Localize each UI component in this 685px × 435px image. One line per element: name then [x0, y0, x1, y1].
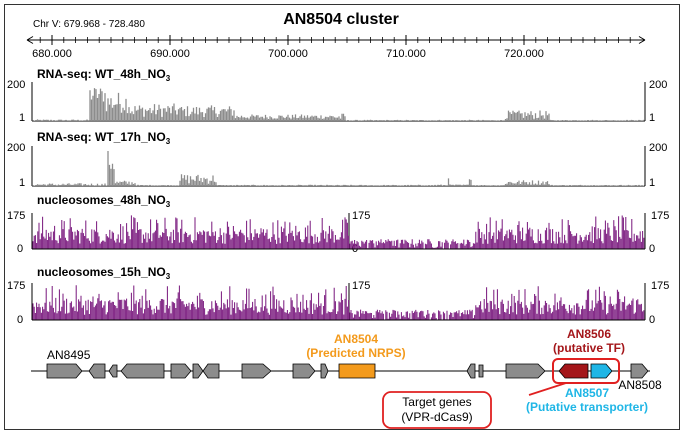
- track-ymin-label: 0: [17, 314, 23, 326]
- axis-right-arrow: [638, 36, 646, 44]
- track-ymax-label-mid: 175: [352, 280, 370, 292]
- gene-arrow: [108, 364, 118, 378]
- target-genes-highlight: [552, 358, 620, 384]
- track-ymin-label: 0: [17, 243, 23, 255]
- axis-tick-label: 720.000: [504, 48, 544, 60]
- gene-an8506: [558, 363, 589, 379]
- gene-desc-an8506: (putative TF): [553, 341, 625, 355]
- track-signal: [32, 151, 645, 186]
- gene-label-an8506: AN8506: [567, 327, 611, 341]
- gene-arrow: [466, 363, 476, 379]
- track-signal: [32, 285, 645, 320]
- figure-frame: AN8504 cluster Chr V: 679.968 - 728.480 …: [4, 4, 680, 430]
- gene-arrow: [202, 363, 220, 379]
- track-ymax-label-mid: 175: [352, 210, 370, 222]
- cluster-figure: AN8504 cluster Chr V: 679.968 - 728.480 …: [7, 11, 669, 429]
- gene-arrow: [170, 363, 192, 379]
- gene-arrow: [478, 364, 484, 378]
- track-ymax-label: 175: [7, 280, 25, 292]
- track-label: RNA-seq: WT_48h_NO3: [37, 67, 171, 83]
- axis-tick-label: 680.000: [32, 48, 72, 60]
- gene-arrow: [88, 363, 106, 379]
- track-ymin-label-right: 1: [649, 112, 655, 124]
- track-nucleosomes-15h: nucleosomes_15h_NO3 175 0 175 175 0: [7, 265, 669, 326]
- gene-an8504: [338, 363, 376, 379]
- coordinate-range: Chr V: 679.968 - 728.480: [33, 19, 145, 30]
- gene-arrow: [192, 363, 204, 379]
- callout-line2: (VPR-dCas9): [401, 410, 472, 424]
- track-signal: [32, 88, 645, 121]
- callout-line1: Target genes: [402, 395, 471, 409]
- gene-label-an8504: AN8504: [334, 332, 378, 346]
- gene-desc-an8504: (Predicted NRPS): [306, 346, 405, 360]
- track-nucleosomes-48h: nucleosomes_48h_NO3 175 0 175 0 175 0: [7, 193, 669, 255]
- track-ymax-label: 200: [7, 79, 25, 91]
- track-rnaseq-48h: RNA-seq: WT_48h_NO3 200 1 200 1: [7, 67, 667, 124]
- axis-left-arrow: [26, 36, 34, 44]
- track-ymax-label-right: 175: [651, 210, 669, 222]
- gene-arrow: [292, 363, 316, 379]
- axis-tick-label: 710.000: [386, 48, 426, 60]
- genome-axis: 680.000 690.000 700.000 710.000 720.000: [26, 35, 646, 60]
- figure-title: AN8504 cluster: [283, 11, 399, 28]
- gene-label-an8495: AN8495: [47, 348, 91, 362]
- axis-minor-ticks: [39, 37, 631, 43]
- gene-arrow: [505, 363, 546, 379]
- signal-bars: [32, 88, 645, 121]
- track-ymin-label-right: 0: [649, 314, 655, 326]
- axis-tick-label: 700.000: [268, 48, 308, 60]
- gene-an8508: [630, 363, 649, 379]
- track-ymax-label-right: 200: [649, 79, 667, 91]
- gene-arrow: [320, 363, 329, 379]
- track-label: nucleosomes_15h_NO3: [37, 265, 171, 281]
- axis-tick-label: 690.000: [150, 48, 190, 60]
- track-label: RNA-seq: WT_17h_NO3: [37, 130, 171, 146]
- track-label: nucleosomes_48h_NO3: [37, 193, 171, 209]
- track-ymax-label-right: 175: [651, 280, 669, 292]
- gene-label-an8508: AN8508: [618, 378, 662, 392]
- gene-arrow: [120, 363, 165, 379]
- track-ymin-label: 1: [19, 112, 25, 124]
- callout-box: [382, 391, 492, 429]
- gene-an8507: [590, 363, 613, 379]
- gene-arrow: [241, 363, 272, 379]
- gene-an8495: [46, 363, 83, 379]
- track-ymin-label-right: 1: [649, 177, 655, 189]
- callout-connector: [528, 382, 567, 396]
- track-ymax-label: 200: [7, 142, 25, 154]
- axis-major-ticks: [51, 35, 525, 45]
- track-ymin-label: 1: [19, 177, 25, 189]
- signal-bars: [32, 285, 645, 320]
- track-rnaseq-17h: RNA-seq: WT_17h_NO3 200 1 200 1: [7, 130, 667, 189]
- gene-label-an8507: AN8507: [565, 386, 609, 400]
- gene-model: AN8495 AN8504 (Predicted NRPS) AN8506 (p…: [31, 327, 662, 429]
- track-ymax-label: 175: [7, 210, 25, 222]
- track-ymin-label-right: 0: [649, 243, 655, 255]
- gene-desc-an8507: (Putative transporter): [526, 400, 648, 414]
- signal-bars: [32, 151, 645, 186]
- track-signal: [32, 215, 645, 249]
- track-ymax-label-right: 200: [649, 142, 667, 154]
- signal-bars: [32, 215, 645, 249]
